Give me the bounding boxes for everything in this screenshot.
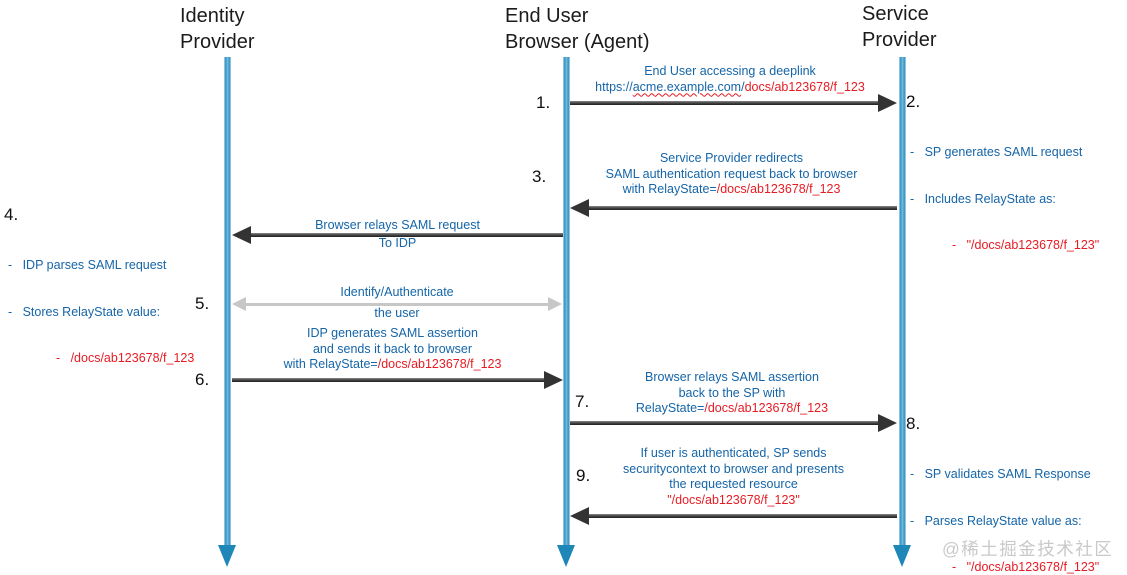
msg-1-deeplink: End User accessing a deeplink https://ac… bbox=[565, 64, 895, 95]
msg-7-relaystate-value: /docs/ab123678/f_123 bbox=[704, 401, 829, 415]
msg-6-relaystate-value: /docs/ab123678/f_123 bbox=[377, 357, 502, 371]
msg-7-relaystate-label: RelayState= bbox=[635, 401, 705, 415]
arrowhead-left-icon bbox=[232, 297, 246, 311]
arrowhead-right-icon bbox=[878, 414, 897, 432]
note-4-bullet-1: - IDP parses SAML request bbox=[8, 258, 167, 272]
msg-9-line-2: securitycontext to browser and presents bbox=[623, 461, 844, 476]
lifeline-arrow-down-icon bbox=[893, 545, 911, 567]
msg-6-idp-assertion: IDP generates SAML assertion and sends i… bbox=[225, 326, 560, 373]
arrow-step-7-browser-to-sp bbox=[570, 414, 897, 432]
actor-title-line: Provider bbox=[862, 29, 937, 51]
step-number-9: 9. bbox=[576, 466, 591, 485]
arrowhead-left-icon bbox=[570, 199, 589, 217]
msg-9-line-3: the requested resource bbox=[669, 477, 798, 491]
msg-3-line-2: SAML authentication request back to brow… bbox=[605, 166, 858, 181]
note-2-bullet-2: - Includes RelayState as: bbox=[910, 191, 1056, 206]
arrow-shaft bbox=[570, 101, 882, 105]
actor-title-identity-provider: Identity Provider bbox=[180, 3, 254, 55]
actor-title-line: End User bbox=[505, 5, 589, 27]
msg-3-relaystate-label: with RelayState= bbox=[622, 182, 717, 196]
lifeline-arrow-down-icon bbox=[557, 545, 575, 567]
url-slash: / bbox=[741, 79, 745, 94]
arrow-step-1-browser-to-sp bbox=[570, 94, 897, 112]
actor-title-line: Provider bbox=[180, 31, 255, 53]
msg-3-relaystate-value: /docs/ab123678/f_123 bbox=[716, 182, 841, 196]
lifeline-service-provider bbox=[899, 57, 906, 547]
lifeline-arrow-down-icon bbox=[218, 545, 236, 567]
msg-9-resource-path: "/docs/ab123678/f_123" bbox=[667, 492, 800, 507]
url-scheme: https:// bbox=[595, 79, 633, 94]
msg-9-sp-presents-resource: If user is authenticated, SP sends secur… bbox=[567, 446, 900, 508]
arrow-shaft bbox=[232, 378, 548, 382]
msg-9-line-1: If user is authenticated, SP sends bbox=[640, 446, 827, 460]
lifeline-browser bbox=[563, 57, 570, 547]
actor-title-line: Browser (Agent) bbox=[505, 31, 650, 53]
msg-7-line-3: RelayState=/docs/ab123678/f_123 bbox=[567, 401, 897, 417]
step-number-5: 5. bbox=[195, 294, 210, 313]
watermark: @稀土掘金技术社区 bbox=[942, 539, 1114, 559]
msg-3-line-3: with RelayState=/docs/ab123678/f_123 bbox=[563, 182, 900, 198]
step-number-6: 6. bbox=[195, 370, 210, 389]
msg-3-line-1: Service Provider redirects bbox=[659, 151, 804, 165]
msg-4-line-2: To IDP bbox=[378, 236, 417, 250]
actor-title-service-provider: Service Provider bbox=[862, 1, 936, 53]
note-8-bullet-2: - Parses RelayState value as: bbox=[910, 513, 1082, 528]
msg-7-browser-relays-assertion: Browser relays SAML assertion back to th… bbox=[567, 370, 897, 417]
msg-6-line-2: and sends it back to browser bbox=[312, 341, 473, 356]
arrowhead-right-icon bbox=[878, 94, 897, 112]
msg-3-sp-redirect: Service Provider redirects SAML authenti… bbox=[563, 151, 900, 198]
actor-title-line: Service bbox=[862, 3, 929, 25]
arrow-step-3-sp-to-browser bbox=[570, 199, 897, 217]
step-number-2: 2. bbox=[906, 92, 921, 111]
msg-5-line-2: the user bbox=[374, 306, 420, 320]
step-number-1: 1. bbox=[536, 93, 551, 112]
arrow-step-5-identify-authenticate bbox=[232, 295, 562, 313]
note-8-bullet-1: - SP validates SAML Response bbox=[910, 467, 1091, 481]
step-number-4: 4. bbox=[4, 205, 19, 224]
msg-5-line-1: Identify/Authenticate bbox=[340, 285, 454, 299]
arrow-shaft bbox=[585, 206, 897, 210]
note-2-relaystate-value: - "/docs/ab123678/f_123" bbox=[952, 238, 1100, 252]
arrowhead-left-icon bbox=[570, 507, 589, 525]
step-number-8: 8. bbox=[906, 414, 921, 433]
note-step-4: - IDP parses SAML request - Stores Relay… bbox=[8, 227, 228, 398]
arrowhead-right-icon bbox=[548, 297, 562, 311]
arrow-step-4-browser-to-idp bbox=[232, 226, 563, 244]
msg-7-line-2: back to the SP with bbox=[678, 385, 786, 400]
lifeline-identity-provider bbox=[224, 57, 231, 547]
msg-7-line-1: Browser relays SAML assertion bbox=[645, 370, 819, 384]
step-number-3: 3. bbox=[532, 167, 547, 186]
msg-4-line-1: Browser relays SAML request bbox=[315, 218, 480, 232]
arrow-step-9-sp-to-browser bbox=[570, 507, 897, 525]
arrowhead-right-icon bbox=[544, 371, 563, 389]
actor-title-line: Identity bbox=[180, 5, 245, 27]
msg-6-line-3: with RelayState=/docs/ab123678/f_123 bbox=[225, 357, 560, 373]
note-2-bullet-1: - SP generates SAML request bbox=[910, 145, 1083, 159]
arrow-shaft bbox=[247, 233, 563, 237]
url-relaystate-path: docs/ab123678/f_123 bbox=[744, 79, 865, 94]
note-4-bullet-2: - Stores RelayState value: bbox=[8, 304, 161, 319]
msg-6-line-1: IDP generates SAML assertion bbox=[307, 326, 478, 340]
arrow-shaft bbox=[245, 303, 549, 306]
arrow-shaft bbox=[570, 421, 882, 425]
note-step-8: - SP validates SAML Response - Parses Re… bbox=[910, 436, 1126, 575]
arrow-shaft bbox=[585, 514, 897, 518]
msg-6-relaystate-label: with RelayState= bbox=[283, 357, 378, 371]
note-8-relaystate-value: - "/docs/ab123678/f_123" bbox=[952, 560, 1100, 574]
arrowhead-left-icon bbox=[232, 226, 251, 244]
actor-title-end-user-browser: End User Browser (Agent) bbox=[505, 3, 650, 55]
note-4-relaystate-value: - /docs/ab123678/f_123 bbox=[56, 351, 195, 365]
msg-1-url: https://acme.example.com/docs/ab123678/f… bbox=[565, 80, 895, 96]
msg-1-line-1: End User accessing a deeplink bbox=[644, 64, 816, 78]
arrow-step-6-idp-to-browser bbox=[232, 371, 563, 389]
step-number-7: 7. bbox=[575, 392, 590, 411]
url-host: acme.example.com bbox=[632, 79, 742, 94]
note-step-2: - SP generates SAML request - Includes R… bbox=[910, 114, 1126, 285]
